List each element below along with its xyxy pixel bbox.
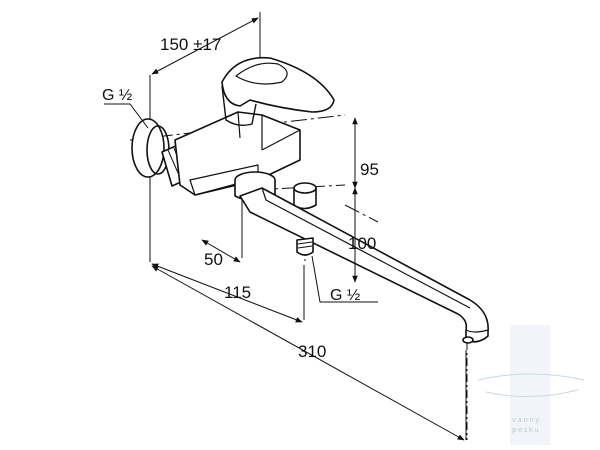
- dimension-lines: [104, 17, 465, 441]
- dim-mixer-label: 50: [204, 250, 223, 269]
- outlet-thread-label: G ½: [330, 287, 360, 304]
- leader-outlet-thread: [311, 255, 378, 303]
- dim-width-line: [151, 17, 259, 75]
- dim-reach-line: [151, 265, 465, 441]
- dim-height-label: 95: [360, 160, 379, 179]
- dim-outlet-label: 115: [224, 283, 251, 302]
- wall-thread-label: G ½: [102, 87, 132, 104]
- dim-width-label: 150 ±17: [160, 35, 221, 54]
- dimension-labels: 150 ±17 95 100 50 115 310 G ½ G ½: [102, 35, 379, 361]
- wall-flange: [131, 118, 165, 178]
- faucet-body: [131, 56, 489, 344]
- dim-projection-label: 100: [348, 234, 376, 253]
- lever-handle: [221, 56, 335, 113]
- dim-reach-label: 310: [298, 342, 326, 361]
- watermark-line1: vanny: [512, 416, 541, 424]
- dim-mixer-line: [201, 239, 241, 263]
- spout: [239, 187, 489, 343]
- leader-wall-thread: [104, 103, 149, 129]
- watermark-line2: pesku: [512, 426, 540, 434]
- watermark: vanny pesku: [477, 325, 585, 445]
- aerator: [462, 336, 474, 344]
